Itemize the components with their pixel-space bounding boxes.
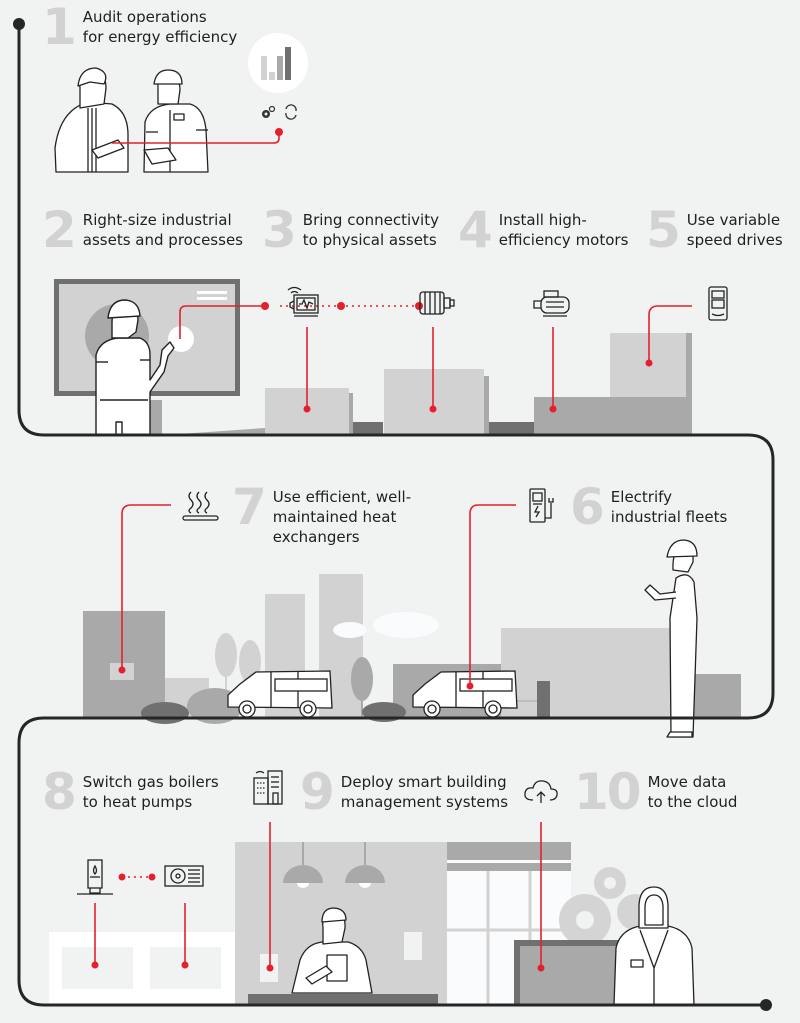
refresh-icon bbox=[285, 104, 297, 120]
step-8: 8 Switch gas boilers to heat pumps bbox=[42, 763, 219, 821]
touchscreen-display bbox=[54, 279, 240, 435]
ev-charger-icon bbox=[529, 488, 554, 523]
step-number: 3 bbox=[262, 201, 297, 259]
motor-icon bbox=[419, 291, 455, 315]
worker-standing bbox=[644, 539, 698, 738]
timeline-path bbox=[17, 24, 775, 1007]
step-number: 5 bbox=[646, 201, 681, 259]
step-label: Install high- efficiency motors bbox=[498, 211, 629, 249]
worker-seated bbox=[291, 907, 373, 994]
step-label: Use variable speed drives bbox=[686, 211, 783, 249]
step-number: 9 bbox=[300, 763, 335, 821]
step-label: Deploy smart building management systems bbox=[340, 773, 509, 811]
ground-slope bbox=[165, 428, 265, 435]
step-number: 1 bbox=[42, 0, 77, 56]
step-7: 7 Use efficient, well- maintained heat e… bbox=[232, 478, 412, 547]
auditors-figures bbox=[54, 67, 209, 173]
step-label: Electrify industrial fleets bbox=[610, 488, 728, 526]
step-number: 10 bbox=[574, 763, 642, 821]
step-9: 9 Deploy smart building management syste… bbox=[300, 763, 509, 821]
step-label: Switch gas boilers to heat pumps bbox=[82, 773, 219, 811]
step-number: 2 bbox=[42, 201, 77, 259]
step-4: 4 Install high- efficiency motors bbox=[458, 201, 629, 259]
bar-chart-icon bbox=[248, 33, 308, 93]
timeline-end-dot bbox=[760, 999, 772, 1011]
van-left bbox=[227, 670, 333, 718]
city-scenery bbox=[83, 574, 741, 724]
step-label: Use efficient, well- maintained heat exc… bbox=[272, 488, 412, 546]
step-number: 8 bbox=[42, 763, 77, 821]
step-label: Right-size industrial assets and process… bbox=[82, 211, 243, 249]
connector-lines bbox=[94, 132, 692, 968]
step-number: 4 bbox=[458, 201, 493, 259]
step-label: Move data to the cloud bbox=[647, 773, 738, 811]
step-1: 1 Audit operations for energy efficiency bbox=[42, 0, 238, 56]
asset-block-3b bbox=[384, 369, 484, 435]
asset-block-4 bbox=[534, 397, 692, 435]
gas-boiler-icon bbox=[77, 859, 113, 895]
step-2: 2 Right-size industrial assets and proce… bbox=[42, 201, 243, 259]
heat-pump-icon bbox=[164, 865, 204, 887]
smart-building-icon bbox=[253, 770, 283, 805]
step-3: 3 Bring connectivity to physical assets bbox=[262, 201, 439, 259]
step-label: Bring connectivity to physical assets bbox=[302, 211, 439, 249]
heat-exchanger-icon bbox=[182, 491, 219, 521]
step-6: 6 Electrify industrial fleets bbox=[570, 478, 728, 536]
cloud-upload-icon bbox=[524, 780, 558, 803]
step-label: Audit operations for energy efficiency bbox=[82, 8, 238, 46]
worker-at-screen bbox=[95, 299, 175, 436]
connector-dots bbox=[91, 128, 653, 972]
step-number: 6 bbox=[570, 478, 605, 536]
gears-icon bbox=[262, 105, 276, 118]
step-number: 7 bbox=[232, 478, 267, 536]
van-right bbox=[412, 670, 518, 718]
drive-icon bbox=[708, 286, 728, 321]
step-10: 10 Move data to the cloud bbox=[574, 763, 738, 821]
connected-motor-icon bbox=[287, 286, 319, 317]
electric-motor-icon bbox=[533, 290, 570, 317]
worker-lab-coat bbox=[613, 886, 695, 1006]
timeline-start-dot bbox=[13, 18, 25, 30]
step-5: 5 Use variable speed drives bbox=[646, 201, 783, 259]
